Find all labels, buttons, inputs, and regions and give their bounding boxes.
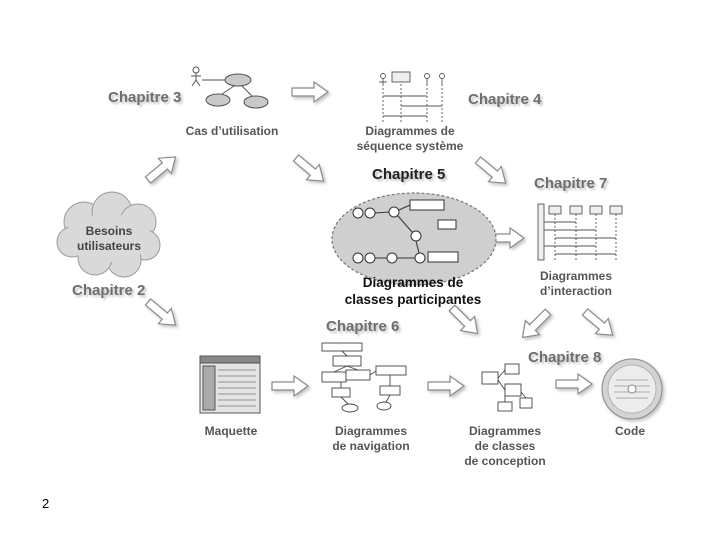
- arrow-cas-to-classes: [288, 149, 331, 190]
- interaction-diagram-illustration: [537, 203, 623, 261]
- arrow-interaction-to-code: [577, 303, 620, 344]
- arrow-ch3-to-ch4: [291, 81, 329, 103]
- arrow-navigation-to-conception: [427, 375, 465, 397]
- sequence-diagram-illustration: [379, 71, 445, 124]
- cas-utilisation-label: Cas d’utilisation: [185, 124, 279, 138]
- classes-participantes-bubble: [331, 192, 497, 286]
- arrow-seq-to-interaction: [470, 151, 513, 192]
- arrow-besoins-to-cas: [140, 148, 183, 189]
- arrow-besoins-to-maquette: [140, 293, 183, 334]
- code-label: Code: [615, 424, 645, 438]
- arrow-maquette-to-navigation: [271, 375, 309, 397]
- chapter-3-title: Chapitre 3: [108, 89, 182, 106]
- chapter-2-title: Chapitre 2: [72, 282, 146, 299]
- chapter-4-title: Chapitre 4: [468, 91, 542, 108]
- maquette-label: Maquette: [204, 424, 258, 438]
- use-case-illustration: [191, 66, 269, 109]
- navigation-diagram-illustration: [321, 342, 407, 413]
- chapter-7-title: Chapitre 7: [534, 175, 608, 192]
- chapter-8-title: Chapitre 8: [528, 349, 602, 366]
- page-number: 2: [42, 496, 50, 511]
- besoins-cloud: [56, 191, 161, 278]
- conception-diagram-illustration: [481, 363, 533, 412]
- arrow-conception-to-code: [555, 373, 593, 395]
- code-cd-icon: [601, 358, 663, 420]
- arrow-interaction-to-conception: [514, 304, 556, 346]
- chapter-5-title: Chapitre 5: [372, 166, 446, 183]
- chapter-6-title: Chapitre 6: [326, 318, 400, 335]
- maquette-illustration: [199, 355, 261, 414]
